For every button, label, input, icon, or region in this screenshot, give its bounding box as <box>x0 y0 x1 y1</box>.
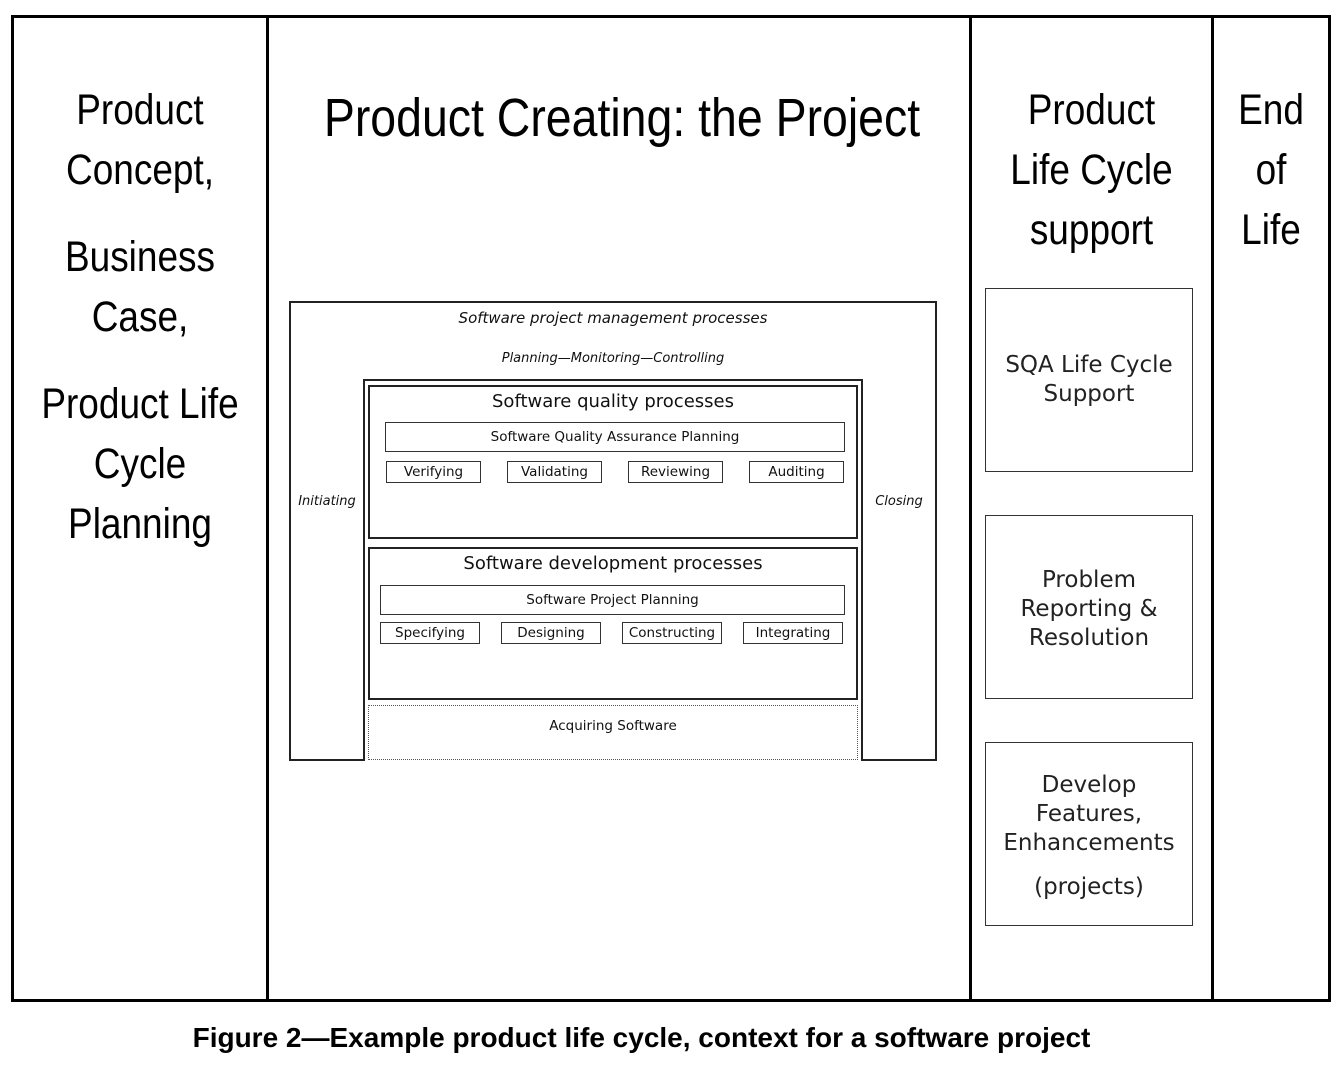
support-line-1: Product <box>1027 86 1156 134</box>
end-line-2: of <box>1255 146 1287 194</box>
management-subtitle: Planning—Monitoring—Controlling <box>501 351 725 366</box>
outer-frame <box>11 15 1331 1002</box>
concept-line-5: Product Life <box>41 380 239 428</box>
concept-line-6: Cycle <box>93 440 187 488</box>
development-item-designing: Designing <box>501 622 601 644</box>
development-item-integrating: Integrating <box>743 622 843 644</box>
sqa-support-box: SQA Life Cycle Support <box>985 288 1193 472</box>
management-title: Software project management processes <box>458 309 768 327</box>
concept-line-1: Product <box>76 86 204 134</box>
figure-caption: Figure 2—Example product life cycle, con… <box>192 1022 1091 1053</box>
development-planning-box: Software Project Planning <box>380 585 845 615</box>
develop-features-line-2: Features, <box>1035 801 1143 827</box>
quality-item-validating: Validating <box>507 461 602 483</box>
support-column-text: Product Life Cycle support <box>989 80 1195 260</box>
column-divider-3 <box>1211 15 1214 1002</box>
concept-line-2: Concept, <box>65 146 215 194</box>
quality-planning-box: Software Quality Assurance Planning <box>385 422 845 452</box>
concept-line-7: Planning <box>68 500 212 548</box>
development-item-constructing: Constructing <box>622 622 722 644</box>
column-divider-2 <box>969 15 972 1002</box>
support-line-3: support <box>1029 206 1154 254</box>
develop-features-line-3: Enhancements <box>1003 830 1175 856</box>
concept-line-4: Case, <box>91 293 189 341</box>
column-divider-1 <box>266 15 269 1002</box>
sqa-support-line-2: Support <box>1043 381 1135 407</box>
concept-line-3: Business <box>64 233 216 281</box>
end-line-1: End <box>1238 86 1304 134</box>
develop-features-extra: (projects) <box>1034 874 1144 900</box>
problem-reporting-box: Problem Reporting & Resolution <box>985 515 1193 699</box>
closing-label: Closing <box>875 494 923 509</box>
end-column-text: End of Life <box>1222 80 1320 260</box>
problem-reporting-line-1: Problem <box>1041 567 1137 593</box>
quality-item-reviewing: Reviewing <box>628 461 723 483</box>
develop-features-box: Develop Features, Enhancements (projects… <box>985 742 1193 926</box>
development-processes-title: Software development processes <box>463 553 763 574</box>
project-column-title: Product Creating: the Project <box>323 88 921 148</box>
quality-item-auditing: Auditing <box>749 461 844 483</box>
acquiring-software-box: Acquiring Software <box>368 705 858 760</box>
quality-processes-title: Software quality processes <box>492 391 734 412</box>
development-item-specifying: Specifying <box>380 622 480 644</box>
end-line-3: Life <box>1241 206 1301 254</box>
concept-column-text: Product Concept, Business Case, Product … <box>32 80 249 554</box>
sqa-support-line-1: SQA Life Cycle <box>1005 352 1173 378</box>
quality-item-verifying: Verifying <box>386 461 481 483</box>
problem-reporting-line-2: Reporting & <box>1020 596 1158 622</box>
acquiring-software-label: Acquiring Software <box>549 718 677 734</box>
problem-reporting-line-3: Resolution <box>1028 625 1150 651</box>
initiating-label: Initiating <box>298 494 356 509</box>
support-line-2: Life Cycle <box>1010 146 1173 194</box>
develop-features-line-1: Develop <box>1041 772 1137 798</box>
